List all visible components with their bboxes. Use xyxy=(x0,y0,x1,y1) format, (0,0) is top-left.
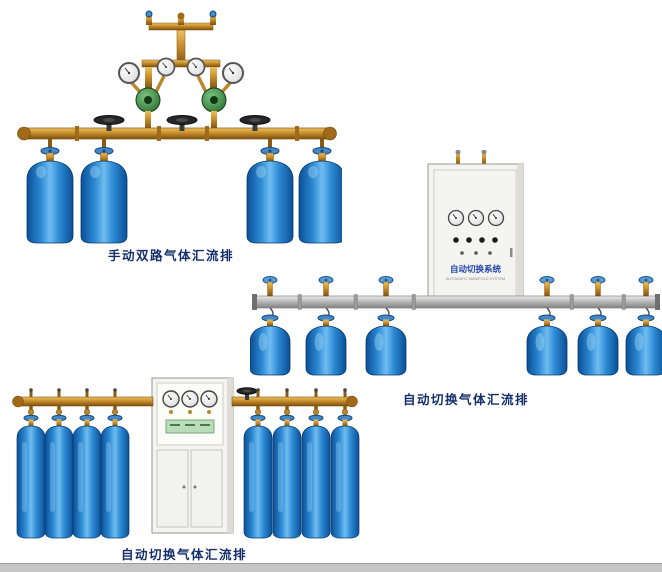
manifold-valve xyxy=(590,276,606,297)
product-caption-auto-switch-cabinet: 自动切换气体汇流排 xyxy=(403,393,530,407)
manifold-header-pipe xyxy=(12,395,358,408)
gas-cylinder xyxy=(44,414,74,539)
gas-cylinder xyxy=(625,314,662,376)
manifold-header-pipe xyxy=(17,126,337,141)
pressure-gauge xyxy=(222,62,244,84)
manifold-valve xyxy=(539,276,555,297)
cabinet-gauge xyxy=(200,390,218,408)
cabinet-knob xyxy=(492,237,498,243)
control-cabinet: 自动切换系统 AUTOMATIC MANIFOLD SYSTEM xyxy=(427,150,524,305)
cabinet-knob xyxy=(466,237,472,243)
cabinet-gauge xyxy=(162,390,180,408)
cabinet-gauge xyxy=(487,209,505,227)
gas-cylinder xyxy=(365,314,407,376)
gas-cylinder xyxy=(330,414,360,539)
control-cabinet xyxy=(151,377,234,534)
pressure-gauge xyxy=(186,57,206,77)
product-caption-manual-dual: 手动双路气体汇流排 xyxy=(108,249,235,263)
cabinet-door-right xyxy=(190,449,223,528)
gas-cylinder xyxy=(305,314,347,376)
pressure-gauge xyxy=(156,57,176,77)
cabinet-knob xyxy=(479,237,485,243)
cabinet-gauge xyxy=(181,390,199,408)
cabinet-gauge xyxy=(467,209,485,227)
inlet-valve-knob xyxy=(145,10,153,18)
cabinet-sublabel: AUTOMATIC MANIFOLD SYSTEM xyxy=(446,277,505,281)
auto-switch-tall-manifold-illustration xyxy=(12,377,360,539)
pressure-regulator-right xyxy=(186,57,244,129)
gas-cylinder xyxy=(26,147,74,244)
cabinet-panel xyxy=(165,419,215,434)
cabinet-gauge xyxy=(447,209,465,227)
gas-cylinder xyxy=(250,314,291,376)
manifold-valve xyxy=(262,276,278,297)
manual-dual-manifold-illustration xyxy=(17,10,342,244)
gas-cylinder xyxy=(100,414,130,539)
gas-cylinder xyxy=(80,147,128,244)
cylinder-drops xyxy=(48,139,324,149)
gas-cylinder xyxy=(72,414,102,539)
manifold-valve xyxy=(318,276,334,297)
product-caption-auto-switch-tall: 自动切换气体汇流排 xyxy=(121,548,248,562)
gas-cylinder xyxy=(301,414,331,539)
gas-cylinder xyxy=(272,414,302,539)
manifold-pipe xyxy=(252,294,660,310)
auto-switch-manifold-illustration: 自动切换系统 AUTOMATIC MANIFOLD SYSTEM xyxy=(250,150,662,376)
cabinet-door-handle xyxy=(510,248,513,257)
inlet-piping xyxy=(141,10,221,89)
inlet-valve-knob xyxy=(209,10,217,18)
gas-cylinder xyxy=(526,314,568,376)
manifold-valve xyxy=(378,276,394,297)
gas-cylinder xyxy=(243,414,273,539)
footer-strip xyxy=(0,563,662,572)
manifold-valve xyxy=(638,276,654,297)
cabinet-door-left xyxy=(156,449,189,528)
gas-cylinder xyxy=(16,414,46,539)
cabinet-label: 自动切换系统 xyxy=(450,264,502,274)
gas-cylinder xyxy=(577,314,619,376)
cabinet-knob xyxy=(453,237,459,243)
pressure-gauge xyxy=(118,62,140,84)
pressure-regulator-left xyxy=(118,57,176,129)
